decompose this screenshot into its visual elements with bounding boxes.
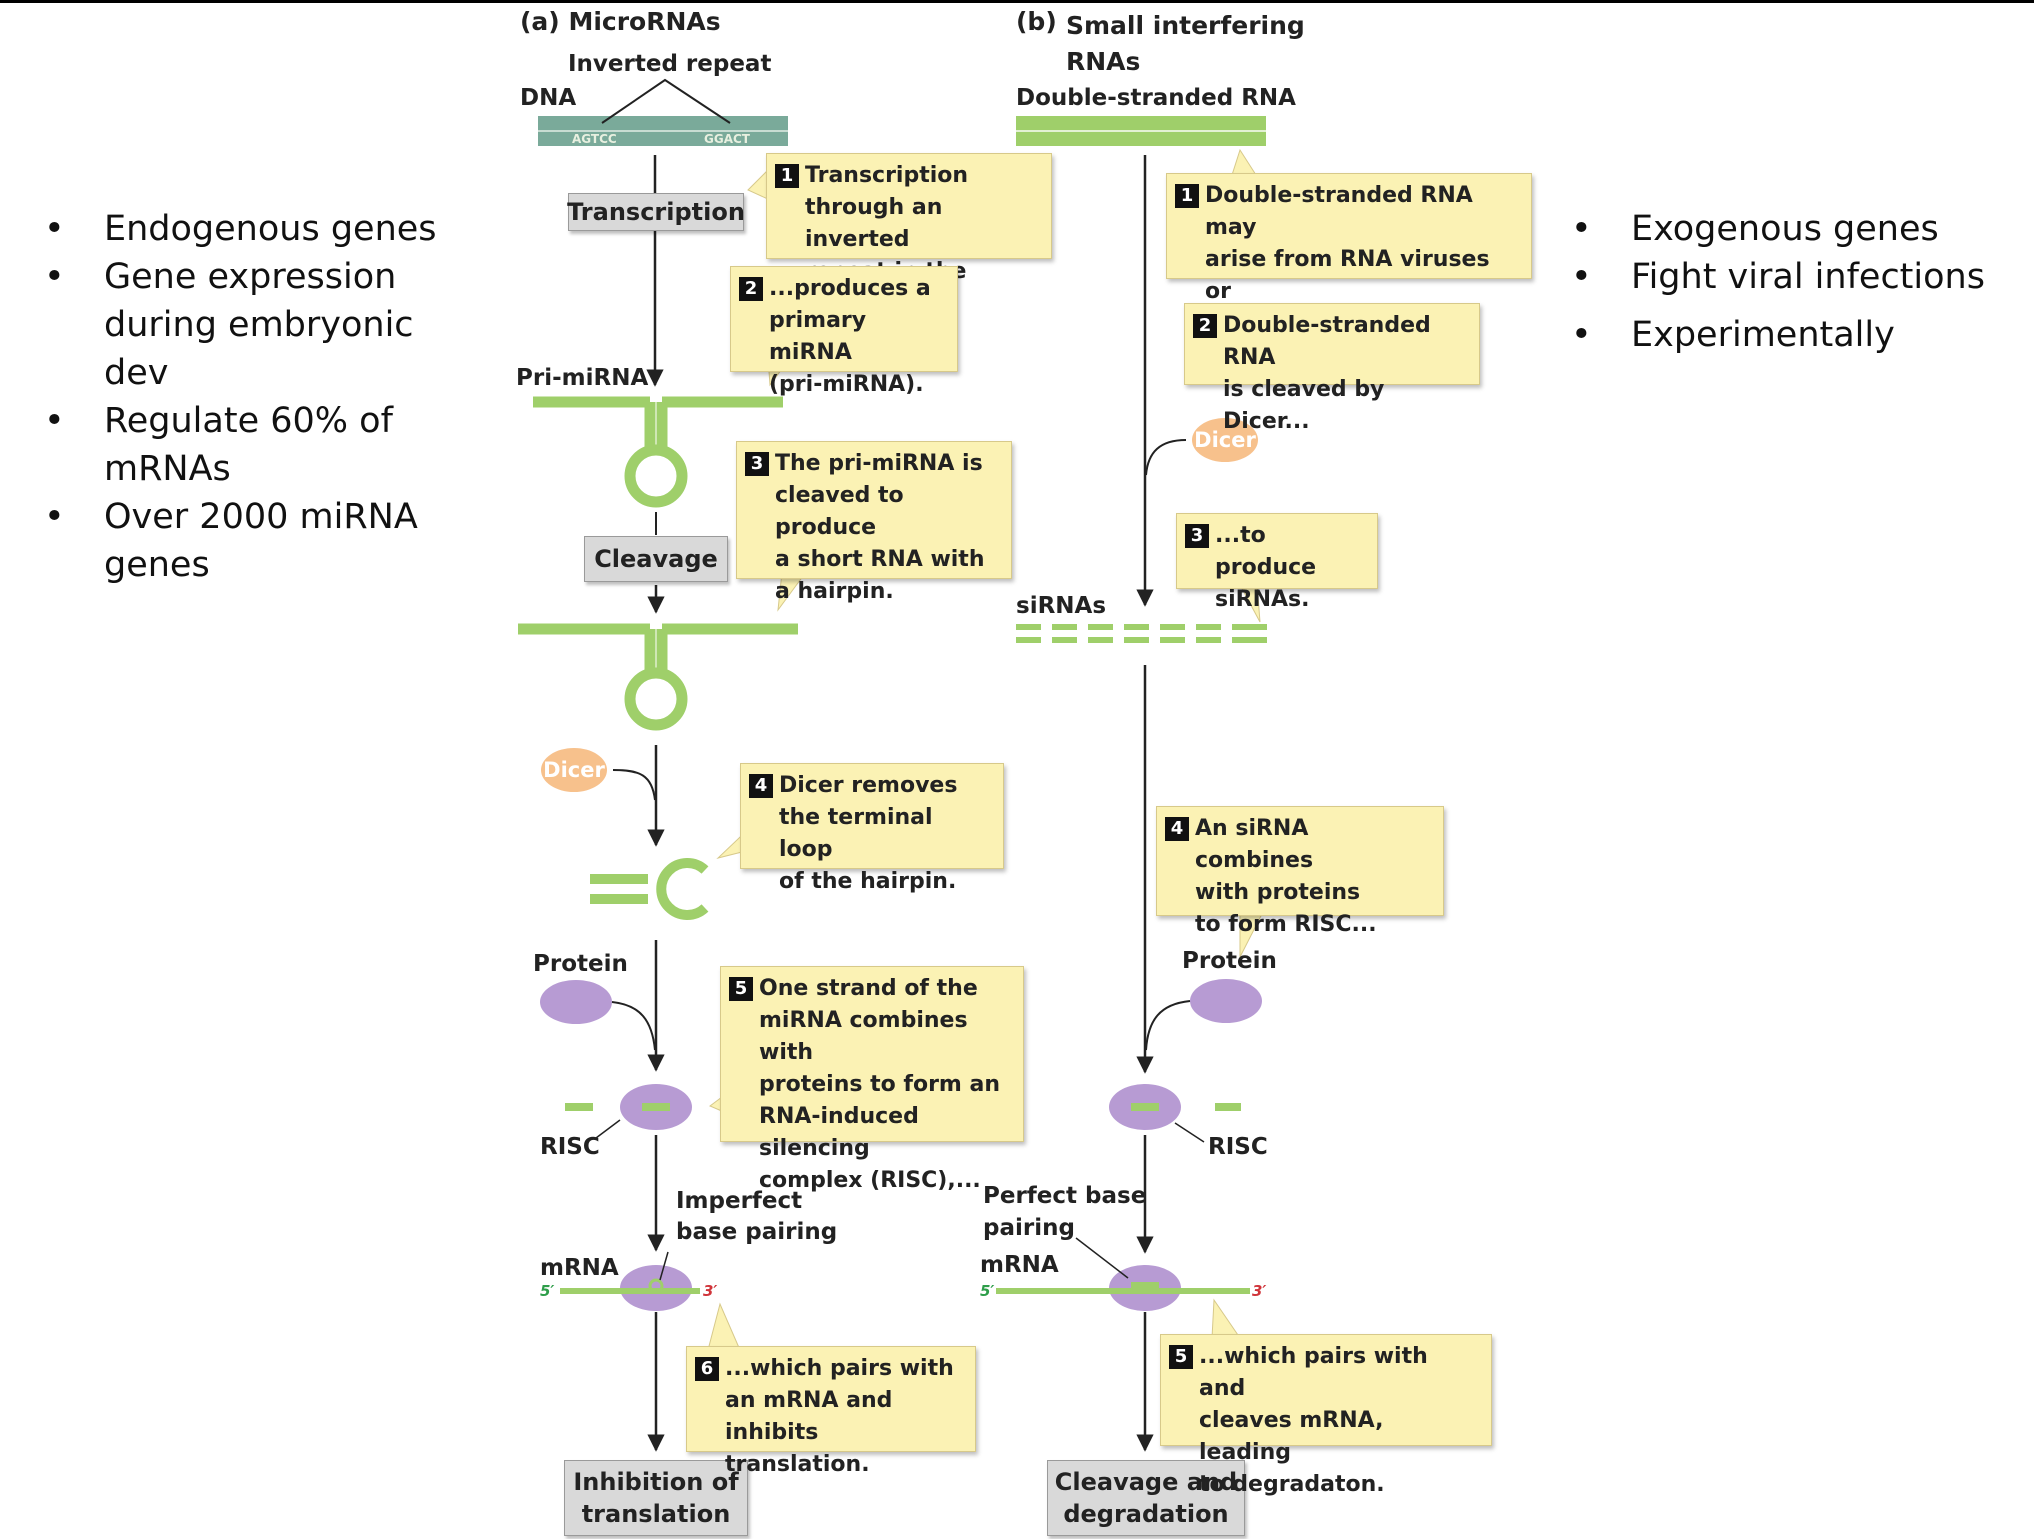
step-text: ...to produce siRNAs.: [1215, 523, 1317, 612]
mirna-facts-list: Endogenous genes Gene expression during …: [40, 205, 440, 589]
dicer-enzyme: Dicer: [541, 748, 607, 792]
dicer-enzyme: Dicer: [1192, 418, 1258, 462]
mirna-duplex: [590, 858, 709, 920]
sirna-step-5-callout: 5 ...which pairs with and cleaves mRNA, …: [1160, 1334, 1492, 1497]
step-text: One strand of the miRNA combines with pr…: [759, 976, 1001, 1193]
sirna-step-1-callout: 1 Double-stranded RNA may arise from RNA…: [1166, 173, 1532, 336]
transcription-box: Transcription: [567, 193, 745, 231]
mirna-fact: Endogenous genes: [40, 205, 440, 253]
panel-b-heading: Small interfering RNAs: [1066, 11, 1305, 76]
step-number: 1: [775, 164, 799, 188]
protein-label: Protein: [533, 951, 628, 977]
mirna-fact: Gene expression during embryonic dev: [40, 253, 440, 397]
five-prime-label: 5′: [540, 1282, 555, 1300]
step-number: 3: [745, 452, 769, 476]
mirna-step-3-callout: 3 The pri-miRNA is cleaved to produce a …: [736, 441, 1012, 604]
dna-label: DNA: [520, 85, 577, 111]
perfect-pairing-label: Perfect base pairing: [983, 1183, 1147, 1241]
mirna-step-1-callout: 1 Transcription through an inverted repe…: [766, 153, 1052, 316]
cleavage-box: Cleavage: [584, 536, 728, 582]
mirna-step-2-callout: 2 ...produces a primary miRNA (pri-miRNA…: [730, 266, 958, 397]
three-prime-label: 3′: [1252, 1282, 1267, 1300]
protein-blob: [540, 980, 612, 1024]
step-number: 5: [1169, 1345, 1193, 1369]
mrna-label: mRNA: [540, 1255, 619, 1281]
step-text: The pri-miRNA is cleaved to produce a sh…: [775, 451, 985, 604]
step-number: 4: [749, 774, 773, 798]
inverted-repeat-label: Inverted repeat: [568, 51, 772, 77]
step-text: Dicer removes the terminal loop of the h…: [779, 773, 958, 894]
risc-label: RISC: [1208, 1134, 1268, 1160]
panel-a-title: (a) MicroRNAs: [520, 8, 721, 36]
three-prime-label: 3′: [703, 1282, 718, 1300]
mirna-step-6-callout: 6 ...which pairs with an mRNA and inhibi…: [686, 1346, 976, 1477]
sequence-right: GGACT: [704, 132, 750, 146]
step-text: An siRNA combines with proteins to form …: [1195, 816, 1377, 937]
step-number: 4: [1165, 817, 1189, 841]
degradation-result-box: Cleavage and degradation: [1047, 1460, 1245, 1536]
pri-mirna-label: Pri-miRNA: [516, 365, 649, 391]
step-text: ...produces a primary miRNA (pri-miRNA).: [769, 276, 931, 397]
protein-blob: [1190, 979, 1262, 1023]
short-rna-hairpin: [518, 623, 798, 731]
sirna-fact: Exogenous genes: [1567, 205, 2007, 253]
mrna-label: mRNA: [980, 1252, 1059, 1278]
sequence-left: AGTCC: [572, 132, 617, 146]
dsrna-label: Double-stranded RNA: [1016, 85, 1296, 111]
mirna-fact: Over 2000 miRNA genes: [40, 493, 440, 589]
panel-a-letter: (a): [520, 7, 560, 36]
sirna-fragments: [1016, 624, 1267, 643]
inhibition-result-box: Inhibition of translation: [564, 1460, 748, 1536]
top-border: [0, 0, 2034, 3]
imperfect-pairing-label: Imperfect base pairing: [676, 1188, 838, 1245]
step-number: 2: [739, 277, 763, 301]
pri-mirna-hairpin: [533, 396, 783, 508]
step-number: 2: [1193, 314, 1217, 338]
sirna-fact: Fight viral infections: [1567, 253, 2007, 301]
panel-a-heading: MicroRNAs: [568, 7, 721, 36]
step-number: 6: [695, 1357, 719, 1381]
sirna-fact: Experimentally: [1567, 311, 2007, 359]
step-text: ...which pairs with and cleaves mRNA, le…: [1199, 1344, 1428, 1497]
step-number: 1: [1175, 184, 1199, 208]
step-number: 5: [729, 977, 753, 1001]
mirna-step-5-callout: 5 One strand of the miRNA combines with …: [720, 966, 1024, 1193]
mirna-step-4-callout: 4 Dicer removes the terminal loop of the…: [740, 763, 1004, 894]
protein-label: Protein: [1182, 948, 1277, 974]
five-prime-label: 5′: [980, 1282, 995, 1300]
step-text: Double-stranded RNA is cleaved by Dicer.…: [1223, 313, 1431, 434]
step-number: 3: [1185, 524, 1209, 548]
risc-label: RISC: [540, 1134, 600, 1160]
step-text: ...which pairs with an mRNA and inhibits…: [725, 1356, 954, 1477]
mirna-fact: Regulate 60% of mRNAs: [40, 397, 440, 493]
sirna-step-2-callout: 2 Double-stranded RNA is cleaved by Dice…: [1184, 303, 1480, 434]
sirna-facts-list: Exogenous genes Fight viral infections E…: [1567, 205, 2007, 359]
sirna-step-3-callout: 3 ...to produce siRNAs.: [1176, 513, 1378, 612]
panel-b-letter: (b): [1016, 7, 1057, 36]
sirnas-label: siRNAs: [1016, 593, 1107, 619]
sirna-step-4-callout: 4 An siRNA combines with proteins to for…: [1156, 806, 1444, 937]
inverted-repeat-pointer: [601, 78, 731, 124]
